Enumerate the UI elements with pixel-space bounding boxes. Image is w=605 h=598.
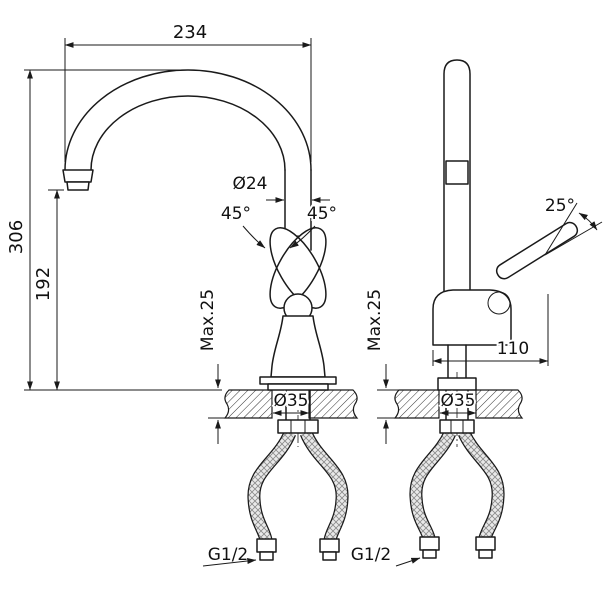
side-countertop-section bbox=[393, 389, 524, 419]
front-handle bbox=[269, 227, 327, 323]
dim-height-label: 306 bbox=[6, 220, 27, 254]
dim-max-thickness-front-label: Max.25 bbox=[198, 289, 218, 351]
side-supply-hoses bbox=[409, 430, 505, 559]
side-spout-column bbox=[443, 59, 471, 300]
dim-spout-diameter-label: Ø24 bbox=[232, 174, 267, 194]
dim-thread-side-label: G1/2 bbox=[351, 545, 392, 565]
side-lever-handle bbox=[495, 221, 579, 280]
side-mounting-nut bbox=[439, 419, 475, 434]
front-supply-hoses bbox=[247, 430, 349, 561]
dim-handle-angle-left-label: 45° bbox=[221, 204, 251, 224]
side-lever-hinge bbox=[487, 291, 511, 315]
dim-depth-label: 110 bbox=[497, 339, 529, 359]
front-spout bbox=[62, 69, 312, 251]
dim-width-label: 234 bbox=[173, 22, 207, 43]
front-hose-tip-right bbox=[322, 551, 337, 561]
front-view bbox=[62, 69, 359, 561]
side-hose-tip-left bbox=[422, 549, 437, 559]
front-countertop-section bbox=[223, 389, 359, 419]
front-hose-nut-left bbox=[256, 538, 277, 553]
side-dimensions: 25° 110 Max.25 Ø35 G1/2 bbox=[351, 194, 603, 567]
dim-handle-angle-right-label: 45° bbox=[307, 204, 337, 224]
dim-hole-diameter-side-label: Ø35 bbox=[440, 391, 475, 411]
front-mounting-nut bbox=[277, 419, 319, 434]
side-hose-nut-right bbox=[475, 536, 496, 551]
front-dimensions: 234 306 192 Ø24 45° 45° Max.25 Ø35 G1/2 bbox=[6, 22, 339, 567]
side-hose-nut-left bbox=[419, 536, 440, 551]
side-aerator bbox=[445, 160, 469, 185]
dim-lever-angle-label: 25° bbox=[545, 196, 575, 216]
dim-thread-front-label: G1/2 bbox=[208, 545, 249, 565]
side-view bbox=[393, 59, 579, 559]
dim-hole-diameter-front-label: Ø35 bbox=[273, 391, 308, 411]
side-body bbox=[432, 289, 512, 391]
front-body-base bbox=[259, 315, 337, 391]
side-hose-tip-right bbox=[478, 549, 493, 559]
front-spout-tip bbox=[62, 169, 94, 183]
front-hose-nut-right bbox=[319, 538, 340, 553]
dim-spout-height-label: 192 bbox=[33, 267, 54, 301]
front-hose-tip-left bbox=[259, 551, 274, 561]
front-aerator bbox=[66, 181, 90, 191]
dim-max-thickness-side-label: Max.25 bbox=[365, 289, 385, 351]
